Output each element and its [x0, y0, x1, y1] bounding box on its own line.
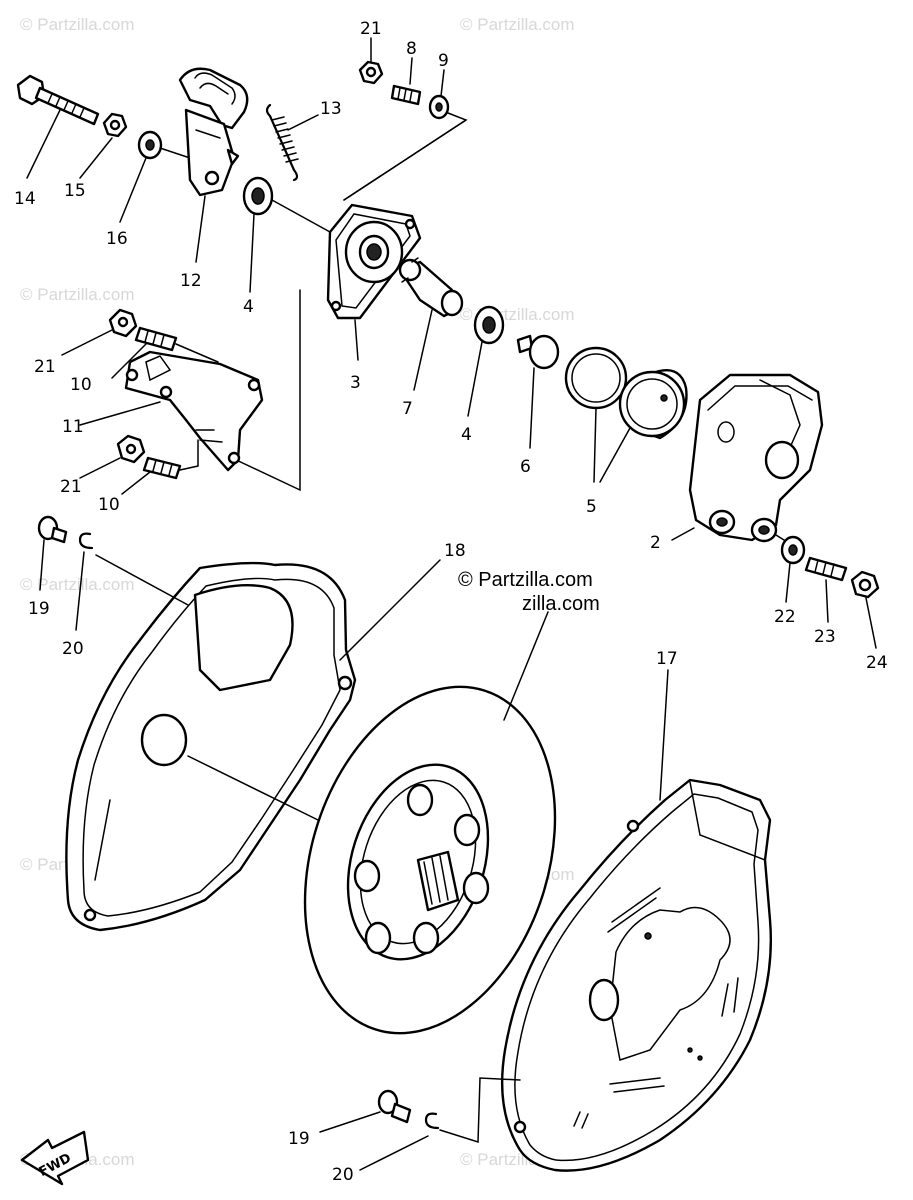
callout-label: 8 — [406, 39, 417, 59]
callout-label: 5 — [586, 497, 597, 517]
bracket-part-11 — [79, 350, 264, 472]
backing-plate-part-18 — [65, 554, 441, 932]
callout-label: 21 — [34, 357, 56, 377]
nut-part-24 — [850, 570, 880, 649]
washer-part-16 — [119, 130, 191, 223]
callout-label: 10 — [70, 375, 92, 395]
callout-label: 23 — [814, 627, 836, 647]
bolt-part-19-lower — [319, 1089, 412, 1133]
callout-label: 22 — [774, 607, 796, 627]
stud-part-8 — [390, 57, 422, 106]
callout-label: 15 — [64, 181, 86, 201]
callout-label: 3 — [350, 373, 361, 393]
callout-label: 10 — [98, 495, 120, 515]
callout-label: 4 — [243, 297, 254, 317]
callout-label: 20 — [62, 639, 84, 659]
watermark: © Partzilla.com — [20, 15, 135, 34]
stud-part-10-lower — [121, 439, 199, 495]
callout-label: 9 — [438, 51, 449, 71]
callout-label: 12 — [180, 271, 202, 291]
watermark: © Partzilla.com — [460, 15, 575, 34]
nut-part-15 — [79, 112, 128, 179]
callout-label: 2 — [650, 533, 661, 553]
callout-label: 17 — [656, 649, 678, 669]
clip-part-20-lower — [359, 1077, 521, 1171]
cam-lever-part-12 — [178, 67, 249, 263]
callout-label: 20 — [332, 1165, 354, 1185]
piston-cups-part-5 — [564, 346, 688, 483]
pin-part-6 — [516, 334, 560, 449]
clip-part-20-upper — [75, 532, 94, 631]
spring-part-13 — [265, 103, 319, 182]
caliper-part-2 — [671, 373, 824, 546]
bolt-part-14 — [16, 74, 100, 179]
center-watermark: © Partzilla.com — [458, 569, 593, 591]
watermark: © Partzilla.com — [20, 575, 135, 594]
seal-part-4-lower — [467, 305, 505, 417]
callout-labels: 21 8 9 13 14 15 16 12 4 3 7 4 6 5 2 21 1… — [14, 19, 888, 1185]
assembly-line — [343, 119, 467, 201]
center-watermark-domain: zilla.com — [522, 593, 600, 615]
washer-part-22 — [780, 535, 806, 603]
brake-disc-part-18 — [303, 611, 557, 1035]
bolt-part-19-upper — [37, 515, 68, 591]
cam-shaft-part-7 — [398, 257, 464, 391]
cam-plate-part-3 — [231, 203, 422, 492]
seal-part-4-upper — [242, 176, 331, 293]
callout-label: 6 — [520, 457, 531, 477]
callout-label: 21 — [60, 477, 82, 497]
nut-part-21-top — [358, 37, 384, 85]
callout-label: 21 — [360, 19, 382, 39]
nut-part-21-lower — [79, 434, 146, 479]
bolt-part-23 — [804, 556, 848, 623]
dust-cover-part-17 — [500, 669, 773, 1172]
callout-label: 19 — [288, 1129, 310, 1149]
callout-label: 11 — [62, 417, 84, 437]
callout-label: 14 — [14, 189, 36, 209]
callout-label: 18 — [444, 541, 466, 561]
callout-label: 19 — [28, 599, 50, 619]
callout-label: 4 — [461, 425, 472, 445]
callout-label: 16 — [106, 229, 128, 249]
nut-part-21-mid — [61, 308, 138, 356]
forward-direction-indicator: FWD — [20, 1130, 90, 1186]
callout-label: 24 — [866, 653, 888, 673]
callout-label: 7 — [402, 399, 413, 419]
stud-part-10-upper — [111, 326, 219, 379]
callout-label: 13 — [320, 99, 342, 119]
watermark: © Partzilla.com — [20, 285, 135, 304]
